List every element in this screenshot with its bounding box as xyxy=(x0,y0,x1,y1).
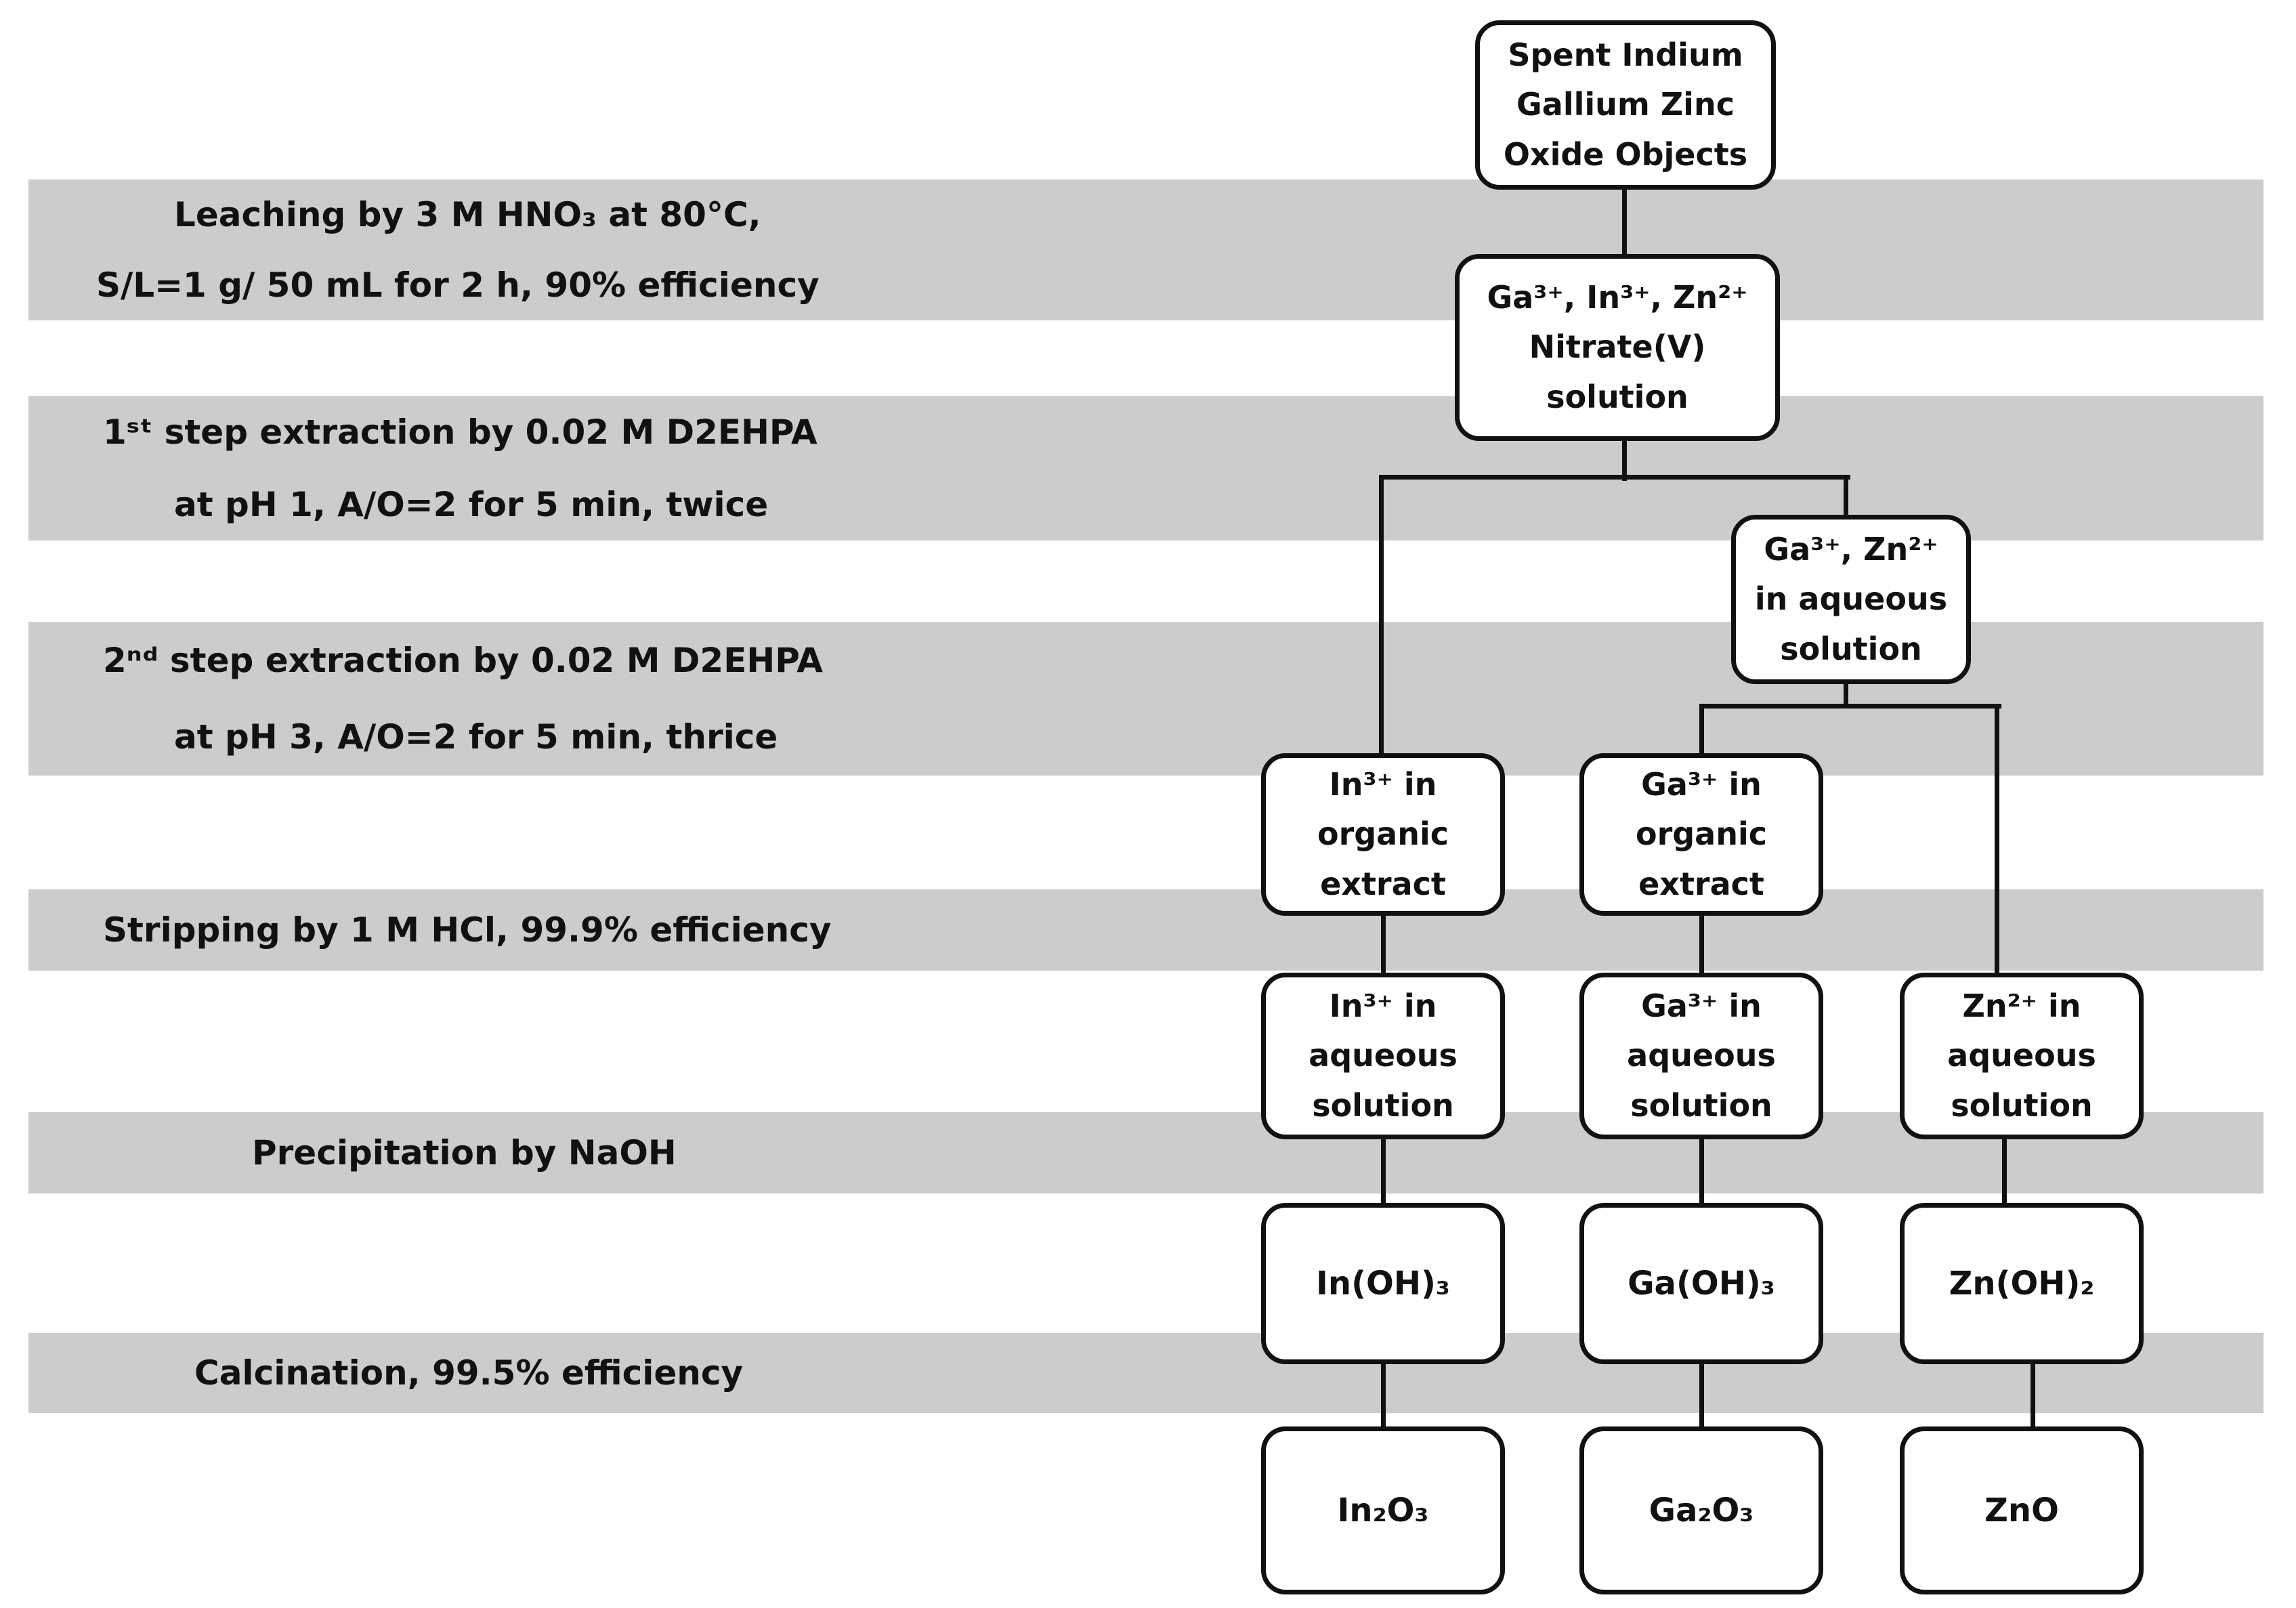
connector-branch1-to-in-organic xyxy=(1379,475,1384,756)
node-nitrate-solution: Ga³⁺, In³⁺, Zn²⁺ Nitrate(V) solution xyxy=(1455,254,1780,441)
band-extraction-2-line1: 2ⁿᵈ step extraction by 0.02 M D2EHPA xyxy=(103,640,823,680)
band-extraction-1-line2: at pH 1, A/O=2 for 5 min, twice xyxy=(174,484,769,524)
connector-source-to-nitrate xyxy=(1622,182,1627,257)
connector-ga-organic-to-aqueous xyxy=(1699,913,1704,975)
node-in-organic: In³⁺ in organic extract xyxy=(1261,753,1505,916)
connector-gazn-stub xyxy=(1844,681,1848,708)
band-extraction-2-line2: at pH 3, A/O=2 for 5 min, thrice xyxy=(174,717,778,757)
node-ga-organic-line2: organic xyxy=(1635,816,1768,853)
connector-branch2-to-zn-aqueous xyxy=(1995,704,1999,975)
node-ga-aqueous-line3: solution xyxy=(1630,1086,1772,1124)
node-nitrate-solution-line1: Ga³⁺, In³⁺, Zn²⁺ xyxy=(1487,278,1748,316)
node-in-organic-line2: organic xyxy=(1317,816,1449,853)
node-in-hydroxide-label: In(OH)₃ xyxy=(1316,1264,1450,1303)
band-leaching: Leaching by 3 M HNO₃ at 80°C, S/L=1 g/ 5… xyxy=(28,179,2263,320)
node-zn-oxide: ZnO xyxy=(1900,1426,2144,1594)
node-zn-oxide-label: ZnO xyxy=(1984,1491,2059,1529)
connector-branch2-to-ga-organic xyxy=(1699,704,1704,756)
node-ga-organic-line1: Ga³⁺ in xyxy=(1641,765,1762,803)
node-ga-hydroxide-label: Ga(OH)₃ xyxy=(1628,1264,1775,1303)
connector-nitrate-stub xyxy=(1622,437,1627,481)
node-spent-igzo-line2: Gallium Zinc xyxy=(1516,86,1735,123)
node-ga-oxide: Ga₂O₃ xyxy=(1579,1426,1823,1594)
node-ga-zn-aqueous-line2: in aqueous xyxy=(1754,580,1948,618)
node-zn-aqueous-line2: aqueous xyxy=(1947,1037,2096,1074)
node-ga-aqueous-line2: aqueous xyxy=(1627,1037,1776,1074)
band-stripping: Stripping by 1 M HCl, 99.9% efficiency xyxy=(28,889,2263,971)
connector-branch1-to-gazn xyxy=(1844,475,1848,518)
node-in-aqueous: In³⁺ in aqueous solution xyxy=(1261,973,1505,1139)
band-leaching-line1: Leaching by 3 M HNO₃ at 80°C, xyxy=(174,195,761,234)
node-ga-organic: Ga³⁺ in organic extract xyxy=(1579,753,1823,916)
node-in-aqueous-line3: solution xyxy=(1312,1086,1454,1124)
connector-in-organic-to-aqueous xyxy=(1381,913,1386,975)
band-calcination: Calcination, 99.5% efficiency xyxy=(28,1333,2263,1413)
node-spent-igzo-line1: Spent Indium xyxy=(1508,36,1743,73)
node-in-oxide: In₂O₃ xyxy=(1261,1426,1505,1594)
node-ga-aqueous-line1: Ga³⁺ in xyxy=(1641,987,1762,1024)
band-stripping-line1: Stripping by 1 M HCl, 99.9% efficiency xyxy=(103,910,832,950)
node-zn-hydroxide-label: Zn(OH)₂ xyxy=(1949,1264,2095,1303)
node-ga-oxide-label: Ga₂O₃ xyxy=(1649,1491,1754,1529)
node-ga-zn-aqueous-line1: Ga³⁺, Zn²⁺ xyxy=(1764,530,1938,568)
connector-in-hydroxide-to-oxide xyxy=(1381,1361,1386,1429)
connector-zn-hydroxide-to-oxide xyxy=(2031,1361,2035,1429)
band-calcination-line1: Calcination, 99.5% efficiency xyxy=(194,1353,744,1393)
node-in-aqueous-line1: In³⁺ in xyxy=(1329,987,1437,1024)
node-in-organic-line1: In³⁺ in xyxy=(1329,765,1437,803)
connector-ga-aqueous-to-hydroxide xyxy=(1699,1137,1704,1206)
node-in-oxide-label: In₂O₃ xyxy=(1337,1491,1429,1529)
band-leaching-line2: S/L=1 g/ 50 mL for 2 h, 90% efficiency xyxy=(96,266,820,305)
connector-branch1-horizontal xyxy=(1379,475,1850,480)
node-zn-hydroxide: Zn(OH)₂ xyxy=(1900,1203,2144,1364)
node-in-aqueous-line2: aqueous xyxy=(1309,1037,1458,1074)
band-precipitation: Precipitation by NaOH xyxy=(28,1112,2263,1193)
band-extraction-1-line1: 1ˢᵗ step extraction by 0.02 M D2EHPA xyxy=(103,412,817,452)
node-ga-hydroxide: Ga(OH)₃ xyxy=(1579,1203,1823,1364)
node-in-organic-line3: extract xyxy=(1320,865,1446,902)
node-spent-igzo: Spent Indium Gallium Zinc Oxide Objects xyxy=(1475,20,1776,190)
node-in-hydroxide: In(OH)₃ xyxy=(1261,1203,1505,1364)
connector-in-aqueous-to-hydroxide xyxy=(1381,1137,1386,1206)
node-ga-aqueous: Ga³⁺ in aqueous solution xyxy=(1579,973,1823,1139)
connector-branch2-horizontal xyxy=(1699,704,2001,708)
band-precipitation-line1: Precipitation by NaOH xyxy=(252,1133,677,1172)
node-spent-igzo-line3: Oxide Objects xyxy=(1503,135,1748,173)
node-ga-zn-aqueous: Ga³⁺, Zn²⁺ in aqueous solution xyxy=(1731,515,1971,684)
connector-zn-aqueous-to-hydroxide xyxy=(2002,1137,2007,1206)
node-zn-aqueous-line1: Zn²⁺ in xyxy=(1962,987,2081,1024)
node-zn-aqueous: Zn²⁺ in aqueous solution xyxy=(1900,973,2144,1139)
node-ga-organic-line3: extract xyxy=(1638,865,1764,902)
connector-ga-hydroxide-to-oxide xyxy=(1699,1361,1704,1429)
band-extraction-1: 1ˢᵗ step extraction by 0.02 M D2EHPA at … xyxy=(28,396,2263,541)
node-zn-aqueous-line3: solution xyxy=(1951,1086,2093,1124)
node-nitrate-solution-line3: solution xyxy=(1546,378,1688,415)
node-ga-zn-aqueous-line3: solution xyxy=(1780,630,1922,667)
node-nitrate-solution-line2: Nitrate(V) xyxy=(1529,329,1706,366)
